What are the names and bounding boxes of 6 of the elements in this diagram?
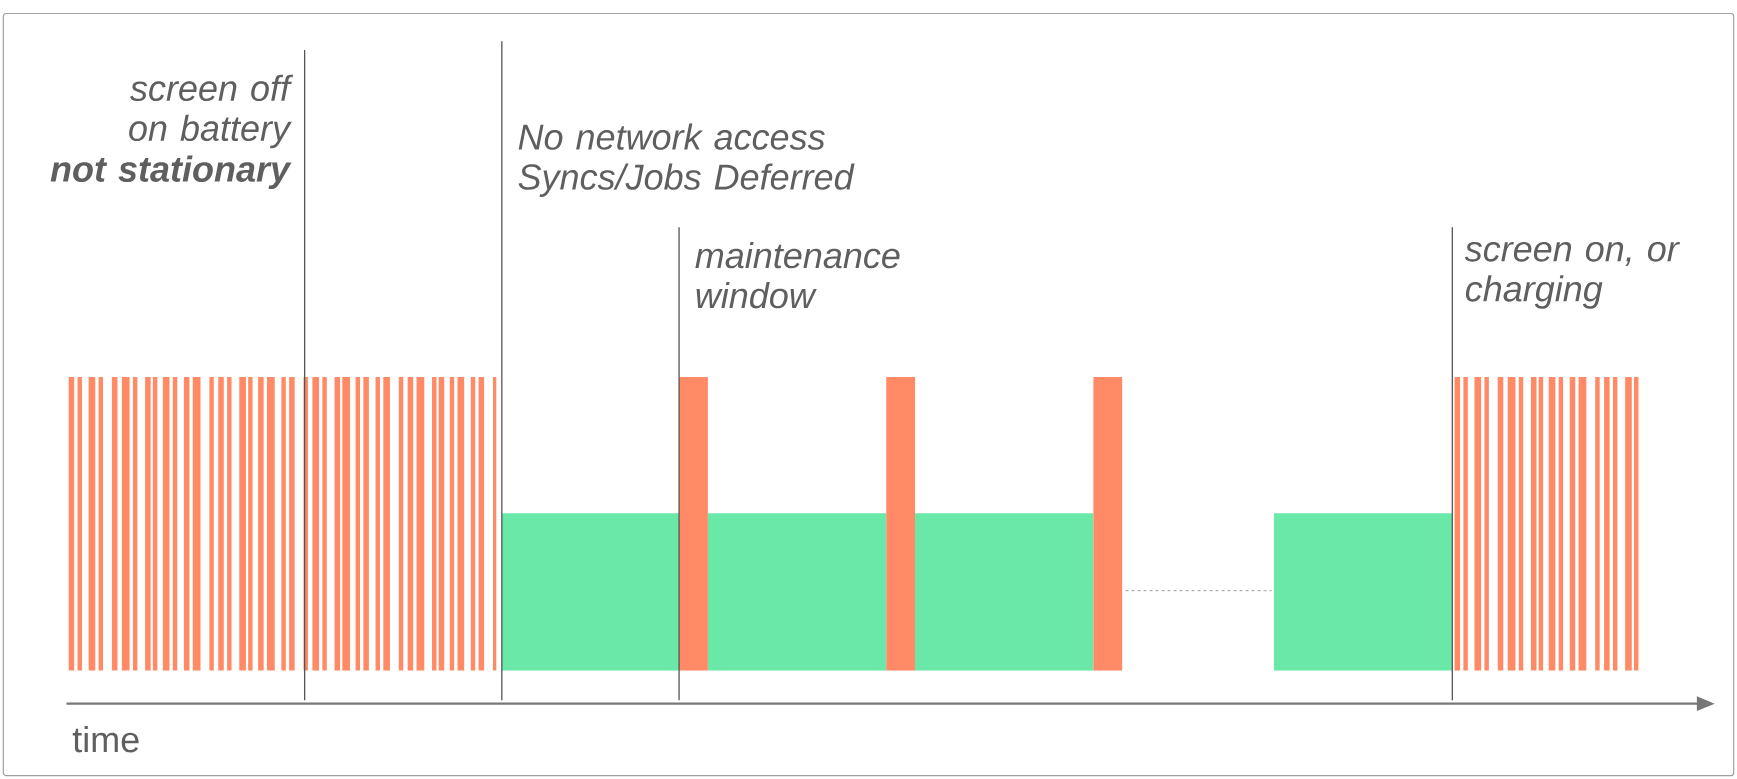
annotation-text: not stationary	[50, 155, 292, 190]
annotation-text: screen off on battery	[129, 74, 294, 149]
annotation-text: screen on, or charging	[1464, 241, 1680, 309]
annotation-text: No network access Syncs/Jobs Deferred	[518, 123, 855, 197]
annotation-text: maintenance window	[695, 241, 900, 309]
axis-label: time	[72, 726, 139, 753]
